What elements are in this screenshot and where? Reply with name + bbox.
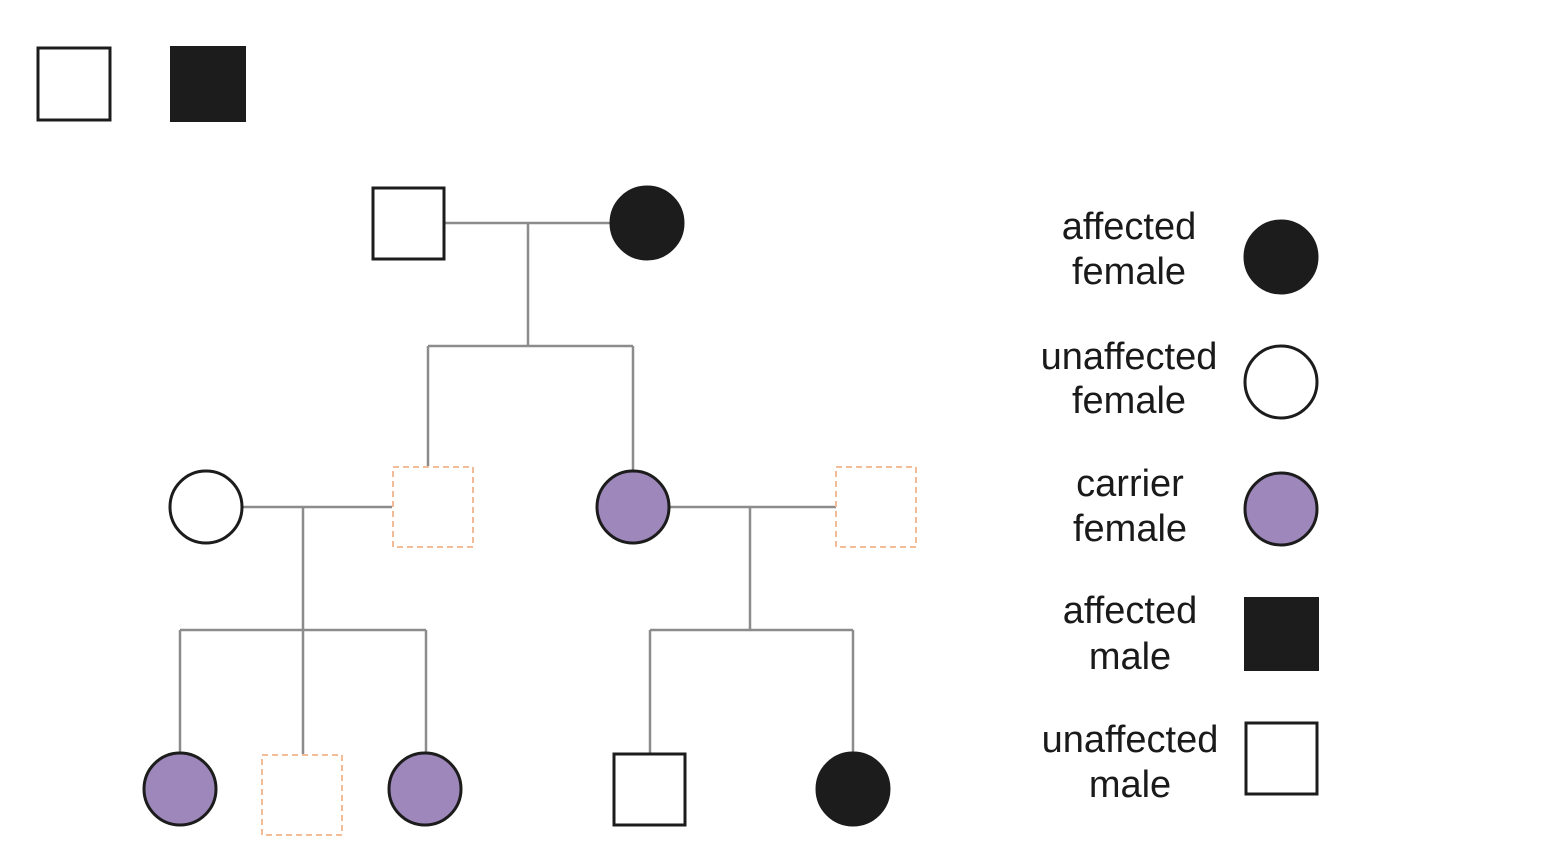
legend-item-affected-female: affected female	[1062, 206, 1319, 295]
g1-affected-female-circle	[609, 185, 685, 261]
pedigree-connectors	[178, 221, 855, 754]
g2-right-blank-drop-target[interactable]	[835, 466, 917, 548]
legend-label-line2: female	[1072, 251, 1186, 293]
legend-label-line2: male	[1089, 764, 1171, 806]
g3-carrier-female-circle-a	[142, 751, 218, 827]
legend-unaffected-male-symbol	[1244, 721, 1319, 796]
legend-label-line2: female	[1073, 508, 1187, 550]
g2-unaffected-female-circle	[168, 469, 244, 545]
legend-label-line1: unaffected	[1041, 336, 1218, 378]
legend-label-line2: male	[1089, 636, 1171, 678]
answer-tiles	[36, 46, 246, 122]
g3-affected-female-circle	[815, 751, 891, 827]
tile-affected-male-square[interactable]	[170, 46, 246, 122]
legend-label-line1: affected	[1062, 206, 1197, 248]
legend-affected-female-symbol	[1243, 219, 1319, 295]
legend-label-line1: affected	[1063, 590, 1198, 632]
legend-item-carrier-female: carrier female	[1073, 463, 1319, 550]
legend-label-line1: carrier	[1076, 463, 1184, 505]
g2-blank-drop-target[interactable]	[392, 466, 474, 548]
legend-item-unaffected-female: unaffected female	[1041, 336, 1319, 422]
g3-carrier-female-circle-c	[387, 751, 463, 827]
legend-item-affected-male: affected male	[1063, 590, 1319, 678]
legend: affected female unaffected female carrie…	[1041, 206, 1319, 806]
legend-unaffected-female-symbol	[1243, 344, 1319, 420]
g3-unaffected-male-square	[612, 752, 687, 827]
pedigree-individuals	[142, 185, 917, 836]
g1-unaffected-male-square	[371, 186, 446, 261]
legend-label-line2: female	[1072, 380, 1186, 422]
legend-label-line1: unaffected	[1042, 719, 1219, 761]
legend-affected-male-symbol	[1244, 597, 1319, 671]
legend-carrier-female-symbol	[1243, 471, 1319, 547]
g3-blank-drop-target[interactable]	[261, 754, 343, 836]
g2-carrier-female-circle	[595, 469, 671, 545]
tile-unaffected-male-square[interactable]	[36, 46, 112, 122]
legend-item-unaffected-male: unaffected male	[1042, 719, 1319, 806]
